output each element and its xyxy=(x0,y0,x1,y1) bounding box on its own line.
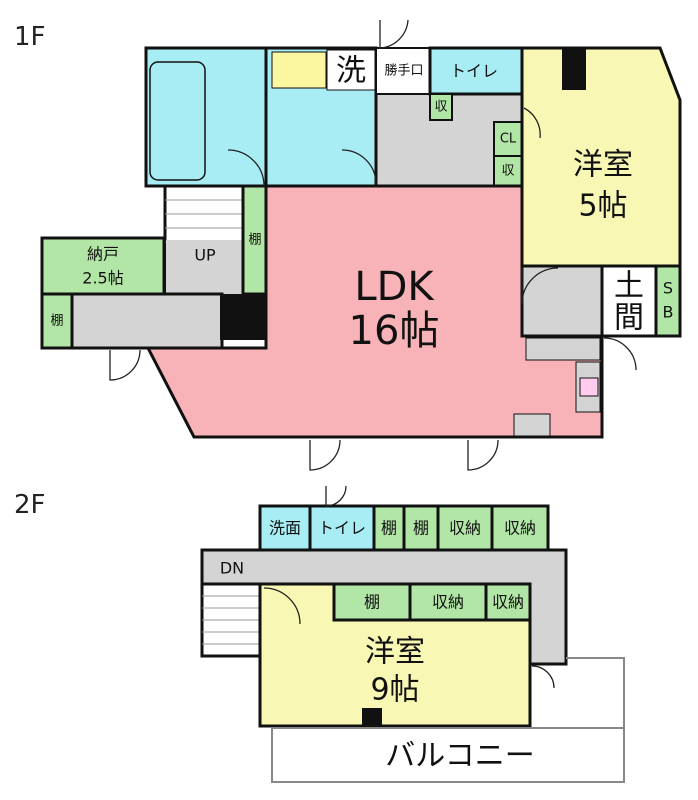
shelf-stair-label: 棚 xyxy=(248,233,261,248)
toilet-1f-label: トイレ xyxy=(450,62,498,81)
shoe-box-label-1: S xyxy=(663,279,673,298)
toilet-2f xyxy=(308,504,376,552)
western-5-size: 5帖 xyxy=(578,189,627,224)
kitchen-counter xyxy=(525,337,601,361)
toilet-2f-label: トイレ xyxy=(318,519,366,538)
storage-name: 納戸 xyxy=(87,245,119,264)
door-arcs-1f xyxy=(109,19,637,471)
shelf-2f-1-label: 棚 xyxy=(381,519,397,538)
door-arcs-2f xyxy=(263,485,555,689)
storage-2f-4-label: 収納 xyxy=(492,593,524,612)
storage-2f-2-label: 収納 xyxy=(504,519,536,538)
washbasin xyxy=(271,51,327,89)
storage-2f-3 xyxy=(408,582,488,622)
bathroom xyxy=(144,46,270,188)
back-door-label: 勝手口 xyxy=(384,64,423,79)
hallway-1f xyxy=(70,292,224,350)
floor-label-1f: 1F xyxy=(14,22,46,52)
shoe-box xyxy=(654,264,682,338)
western-9-name: 洋室 xyxy=(365,635,425,670)
floor-label-2f: 2F xyxy=(14,490,46,520)
stair-landing xyxy=(166,240,242,294)
storage-2f-1-label: 収納 xyxy=(449,519,481,538)
shelf-left-label: 棚 xyxy=(50,314,63,329)
closet-cl2-label: 収 xyxy=(501,164,514,179)
western-9-size: 9帖 xyxy=(370,673,419,708)
storage-room xyxy=(40,236,166,296)
entrance-hall xyxy=(518,264,604,338)
ldk xyxy=(145,184,604,439)
balcony xyxy=(271,727,625,783)
storage-2f-2 xyxy=(490,504,550,552)
pillar-2f xyxy=(362,708,382,728)
closet-small-label: 収 xyxy=(434,100,447,115)
shelf-left xyxy=(40,292,74,350)
closet-cl2 xyxy=(493,155,523,187)
washroom-2f-label: 洗面 xyxy=(269,519,301,538)
storage-2f-3-label: 収納 xyxy=(432,593,464,612)
kitchen-sink xyxy=(513,413,551,437)
washroom-2f xyxy=(258,504,312,552)
doma-label-1: 土 xyxy=(614,269,644,304)
balcony-label: バルコニー xyxy=(385,739,534,774)
shelf-2f-3-label: 棚 xyxy=(364,593,380,612)
shelf-2f-3 xyxy=(332,582,412,622)
storage-2f-4 xyxy=(484,582,532,622)
shelf-2f-2-label: 棚 xyxy=(413,519,429,538)
pillar-black xyxy=(220,294,266,340)
storage-size: 2.5帖 xyxy=(82,269,123,288)
washer-area xyxy=(326,49,376,91)
stairs-up-label: UP xyxy=(194,246,216,265)
shoe-box-label-2: B xyxy=(663,303,674,322)
stair-treads-2f xyxy=(202,595,260,645)
closet-small xyxy=(429,93,453,121)
toilet-1f xyxy=(428,46,524,96)
balcony-rail xyxy=(566,657,625,728)
western-5-name: 洋室 xyxy=(573,148,633,183)
doma-label-2: 間 xyxy=(614,301,644,336)
pillar xyxy=(562,48,586,90)
bathtub xyxy=(149,61,206,181)
stairs-down-label: DN xyxy=(220,559,244,578)
ldk-name: LDK xyxy=(354,264,435,310)
closet-cl-label: CL xyxy=(500,132,517,147)
ldk-size: 16帖 xyxy=(349,308,440,354)
wash-label: 洗 xyxy=(336,54,366,89)
stove-icon xyxy=(579,377,599,397)
back-door[interactable] xyxy=(375,47,432,95)
